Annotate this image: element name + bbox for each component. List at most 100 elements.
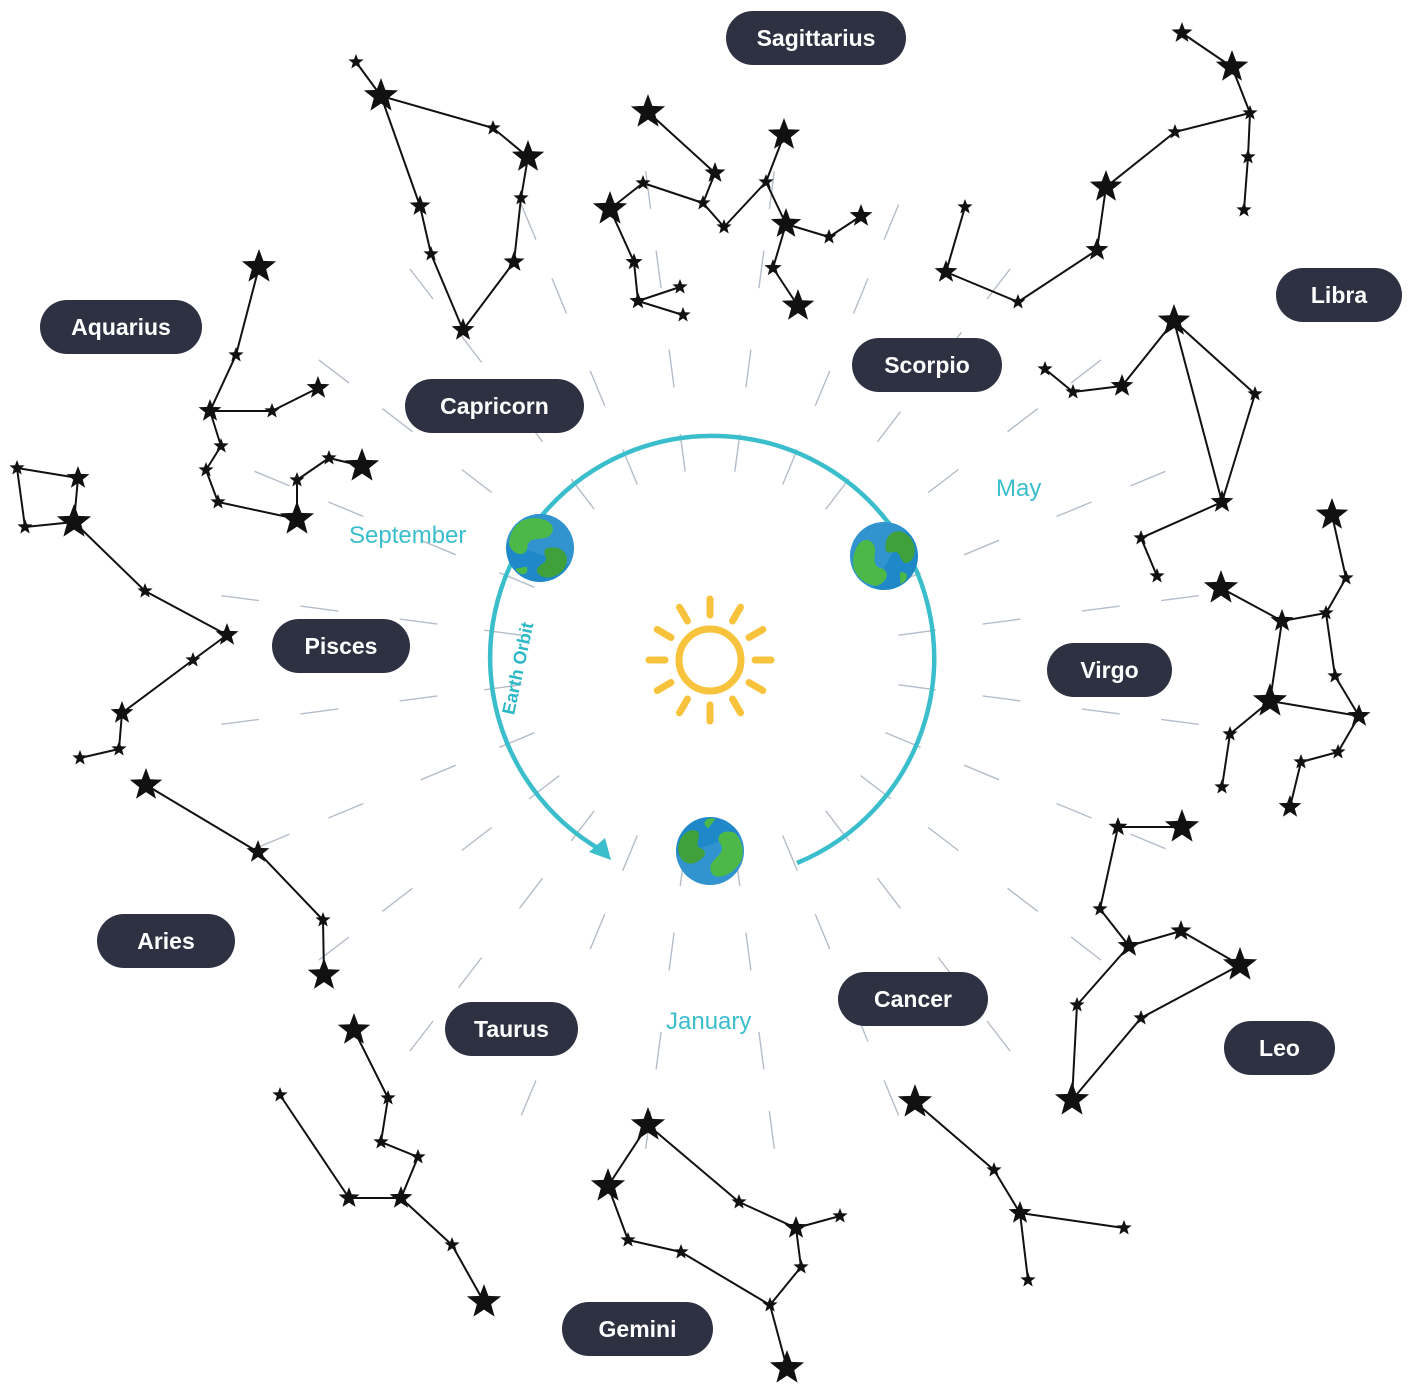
sun-ray	[676, 603, 691, 625]
constellation-line	[1269, 620, 1283, 702]
divider-line	[963, 539, 1000, 556]
star-icon	[1092, 901, 1108, 916]
divider-line	[300, 708, 339, 715]
constellation-line	[738, 1201, 797, 1229]
constellation-line	[1017, 249, 1098, 303]
constellation-line	[1099, 908, 1130, 947]
divider-line	[518, 877, 544, 909]
constellation-line	[1173, 320, 1223, 503]
star-icon	[111, 741, 127, 756]
star-icon	[444, 1237, 460, 1252]
star-icon	[1133, 530, 1149, 545]
label-libra[interactable]: Libra	[1276, 268, 1402, 322]
divider-line	[876, 877, 902, 909]
constellation-line	[723, 181, 767, 228]
star-icon	[592, 191, 628, 224]
divider-line	[645, 171, 652, 209]
divider-line	[528, 775, 560, 800]
divider-line	[1161, 718, 1199, 725]
star-icon	[957, 199, 973, 214]
star-icon	[1037, 361, 1053, 376]
divider-line	[499, 732, 535, 748]
label-aries[interactable]: Aries	[97, 914, 235, 968]
star-icon	[1214, 779, 1230, 794]
star-icon	[781, 289, 815, 320]
constellation-line	[1140, 964, 1241, 1019]
star-icon	[1089, 170, 1123, 201]
constellation-line	[647, 1124, 740, 1203]
star-icon	[1167, 124, 1183, 139]
constellation-line	[1140, 501, 1223, 539]
divider-line	[655, 1031, 662, 1070]
star-icon	[1270, 609, 1294, 631]
constellation-aquarius	[198, 249, 380, 534]
star-icon	[321, 450, 337, 465]
earth-land	[536, 547, 567, 578]
star-icon	[264, 403, 280, 418]
star-icon	[1315, 498, 1349, 529]
star-icon	[630, 94, 666, 127]
constellation-line	[235, 266, 260, 356]
earth-land	[885, 531, 915, 563]
constellation-line	[1140, 537, 1158, 577]
constellation-line	[271, 387, 319, 412]
star-icon	[241, 249, 277, 282]
star-icon	[1069, 997, 1085, 1012]
label-aquarius[interactable]: Aquarius	[40, 300, 202, 354]
star-icon	[1171, 22, 1193, 42]
constellation-line	[1071, 1004, 1078, 1101]
star-icon	[1210, 490, 1234, 512]
star-icon	[784, 1216, 808, 1238]
sun-icon	[645, 595, 775, 725]
star-icon	[210, 494, 226, 509]
constellation-line	[642, 182, 704, 204]
star-icon	[731, 1194, 747, 1209]
constellation-line	[79, 748, 120, 759]
star-icon	[1327, 668, 1343, 683]
constellation-line	[769, 1266, 802, 1306]
constellation-line	[1076, 945, 1130, 1006]
divider-line	[1130, 470, 1166, 487]
star-icon	[630, 1107, 666, 1140]
star-icon	[1293, 754, 1309, 769]
label-scorpio[interactable]: Scorpio	[852, 338, 1002, 392]
star-icon	[1170, 920, 1192, 940]
divider-line	[1070, 359, 1102, 384]
star-icon	[1252, 683, 1288, 716]
label-taurus[interactable]: Taurus	[445, 1002, 578, 1056]
divider-line	[758, 1031, 765, 1070]
constellation-pisces	[9, 460, 239, 765]
constellation-line	[380, 95, 421, 207]
star-icon	[198, 462, 214, 477]
divider-line	[1056, 501, 1092, 518]
divider-line	[1007, 887, 1039, 912]
label-gemini[interactable]: Gemini	[562, 1302, 713, 1356]
month-january: January	[666, 1008, 752, 1035]
divider-line	[668, 349, 675, 388]
star-icon	[1222, 947, 1258, 980]
star-icon	[1010, 294, 1026, 309]
star-icon	[1347, 704, 1371, 726]
label-capricorn[interactable]: Capricorn	[405, 379, 584, 433]
divider-line	[782, 449, 798, 485]
label-cancer[interactable]: Cancer	[838, 972, 988, 1026]
constellation-line	[680, 1251, 771, 1306]
star-icon	[1133, 1010, 1149, 1025]
label-sagittarius[interactable]: Sagittarius	[726, 11, 906, 65]
divider-line	[982, 618, 1021, 625]
earth-land	[678, 830, 706, 864]
star-icon	[129, 768, 163, 799]
star-icon	[410, 1149, 426, 1164]
divider-line	[883, 204, 900, 240]
star-icon	[1338, 570, 1354, 585]
constellation-line	[765, 181, 787, 225]
label-leo[interactable]: Leo	[1224, 1021, 1335, 1075]
label-pisces[interactable]: Pisces	[272, 619, 410, 673]
constellation-line	[1105, 131, 1176, 188]
constellation-line	[380, 1097, 389, 1143]
constellation-line	[462, 261, 515, 331]
constellation-line	[1019, 1212, 1125, 1229]
label-virgo[interactable]: Virgo	[1047, 643, 1172, 697]
constellation-line	[400, 1197, 453, 1246]
